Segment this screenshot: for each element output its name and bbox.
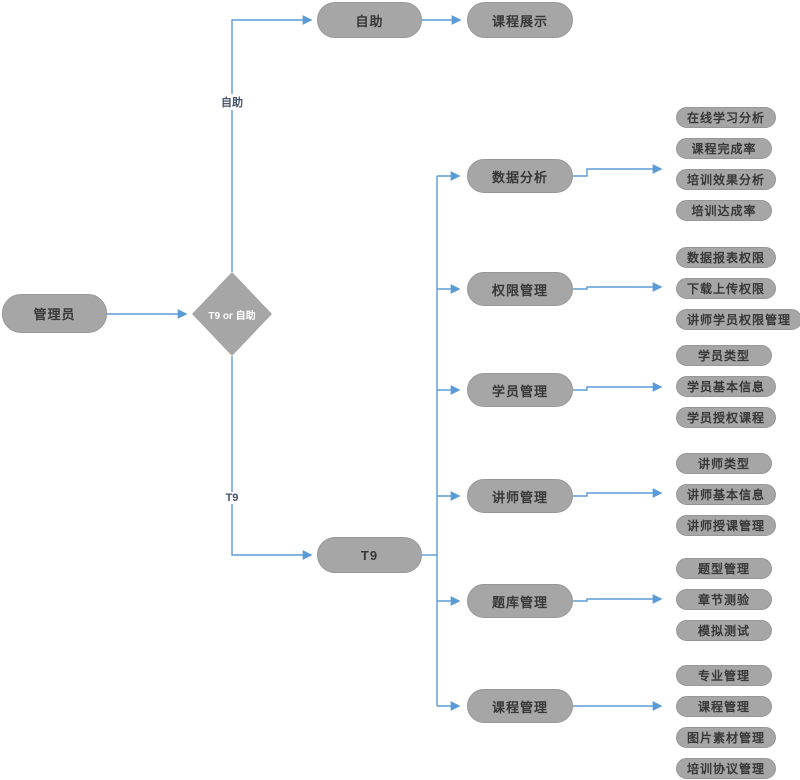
leaf-node-4-1: 章节测验	[676, 589, 772, 610]
leaf-node-2-1: 学员基本信息	[676, 376, 777, 397]
group-node-4: 题库管理	[467, 584, 573, 618]
group-node-0: 数据分析	[467, 159, 573, 193]
leaf-node-4-0: 题型管理	[676, 558, 772, 579]
leaf-node-2-0: 学员类型	[676, 345, 772, 366]
leaf-node-5-1: 课程管理	[676, 696, 772, 717]
leaf-node-5-3: 培训协议管理	[676, 758, 777, 779]
edge-label-t9: T9	[223, 492, 241, 504]
group-node-1: 权限管理	[467, 272, 573, 306]
leaf-node-3-0: 讲师类型	[676, 453, 772, 474]
leaf-node-5-2: 图片素材管理	[676, 727, 777, 748]
group-node-3: 讲师管理	[467, 479, 573, 513]
node-t9: T9	[317, 537, 422, 573]
leaf-node-1-1: 下载上传权限	[676, 278, 777, 299]
edge-label-self-service: 自助	[219, 94, 245, 110]
leaf-node-3-2: 讲师授课管理	[676, 515, 777, 536]
node-course-display: 课程展示	[467, 2, 573, 38]
leaf-node-3-1: 讲师基本信息	[676, 484, 777, 505]
leaf-node-1-2: 讲师学员权限管理	[676, 309, 800, 330]
leaf-node-5-0: 专业管理	[676, 665, 772, 686]
node-admin: 管理员	[2, 294, 107, 333]
leaf-node-4-2: 模拟测试	[676, 620, 772, 641]
node-self-service: 自助	[317, 2, 422, 38]
leaf-node-1-0: 数据报表权限	[676, 247, 777, 268]
leaf-node-0-1: 课程完成率	[676, 138, 772, 159]
group-node-2: 学员管理	[467, 373, 573, 407]
group-node-5: 课程管理	[467, 689, 573, 723]
leaf-node-0-2: 培训效果分析	[676, 169, 777, 190]
leaf-node-0-0: 在线学习分析	[676, 107, 777, 128]
leaf-node-0-3: 培训达成率	[676, 200, 772, 221]
leaf-node-2-2: 学员授权课程	[676, 407, 777, 428]
